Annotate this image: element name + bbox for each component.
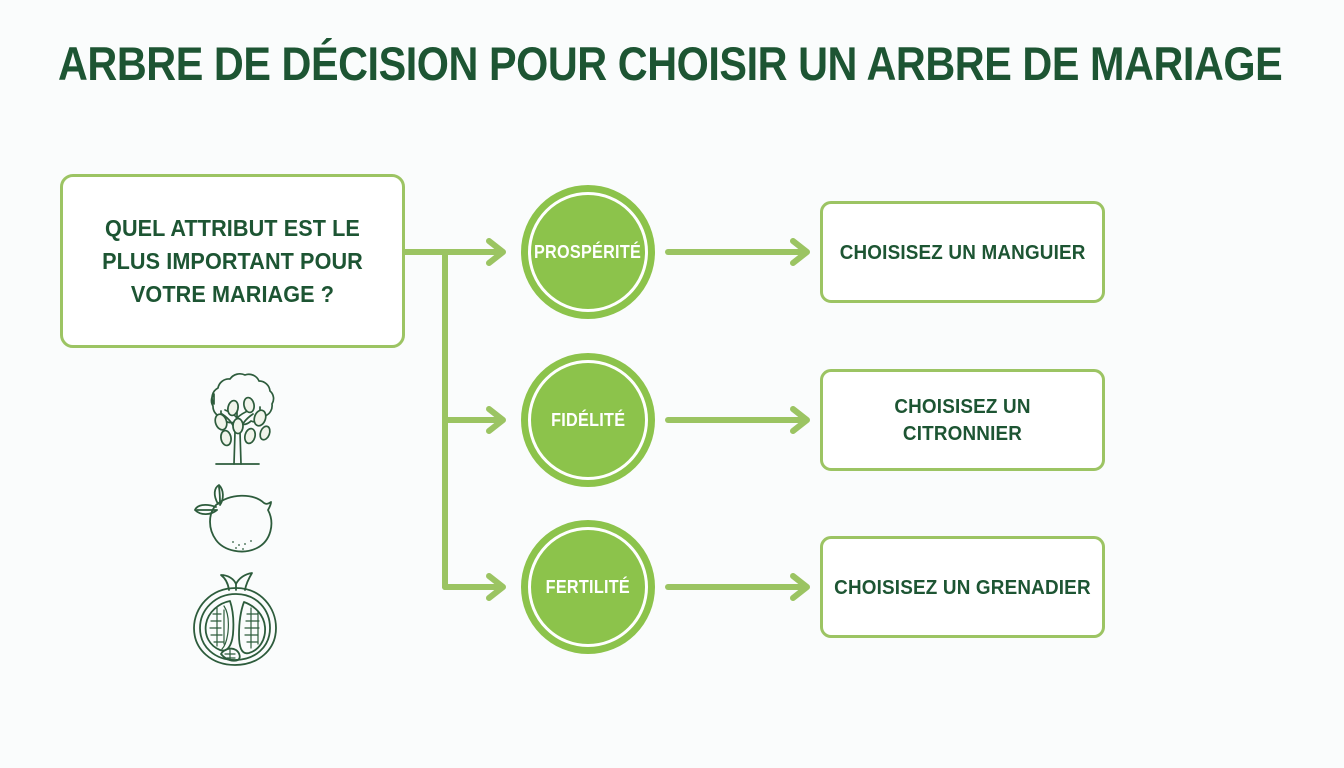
mango-tree-illustration [210, 373, 275, 465]
question-box[interactable]: QUEL ATTRIBUT EST LE PLUS IMPORTANT POUR… [60, 174, 405, 348]
outcome-text: CHOISISEZ UN MANGUIER [839, 240, 1086, 264]
arrowhead-branch-3 [486, 573, 506, 601]
option-label: FERTILITÉ [545, 576, 631, 597]
outcome-box-grenadier[interactable]: CHOISISEZ UN GRENADIER [820, 536, 1105, 638]
page-title: ARBRE DE DÉCISION POUR CHOISIR UN ARBRE … [58, 37, 1283, 90]
arrowhead-outcome-2 [790, 406, 810, 434]
option-label: PROSPÉRITÉ [534, 241, 642, 262]
arrowhead-outcome-1 [790, 238, 810, 266]
option-circle-fertilite[interactable]: FERTILITÉ [521, 520, 655, 654]
outcome-text: CHOISISEZ UN CITRONNIER [894, 395, 1031, 445]
arrowhead-branch-2 [486, 406, 506, 434]
outcome-box-manguier[interactable]: CHOISISEZ UN MANGUIER [820, 201, 1105, 303]
lemon-illustration [194, 484, 273, 553]
arrowhead-branch-1 [486, 238, 506, 266]
option-circle-fidelite[interactable]: FIDÉLITÉ [521, 353, 655, 487]
outcome-box-citronnier[interactable]: CHOISISEZ UN CITRONNIER [820, 369, 1105, 471]
outcome-text: CHOISISEZ UN GRENADIER [834, 575, 1091, 599]
pomegranate-illustration [193, 572, 277, 666]
option-circle-prosperite[interactable]: PROSPÉRITÉ [521, 185, 655, 319]
question-text: QUEL ATTRIBUT EST LE PLUS IMPORTANT POUR… [102, 214, 363, 307]
option-label: FIDÉLITÉ [550, 409, 626, 430]
arrowhead-outcome-3 [790, 573, 810, 601]
